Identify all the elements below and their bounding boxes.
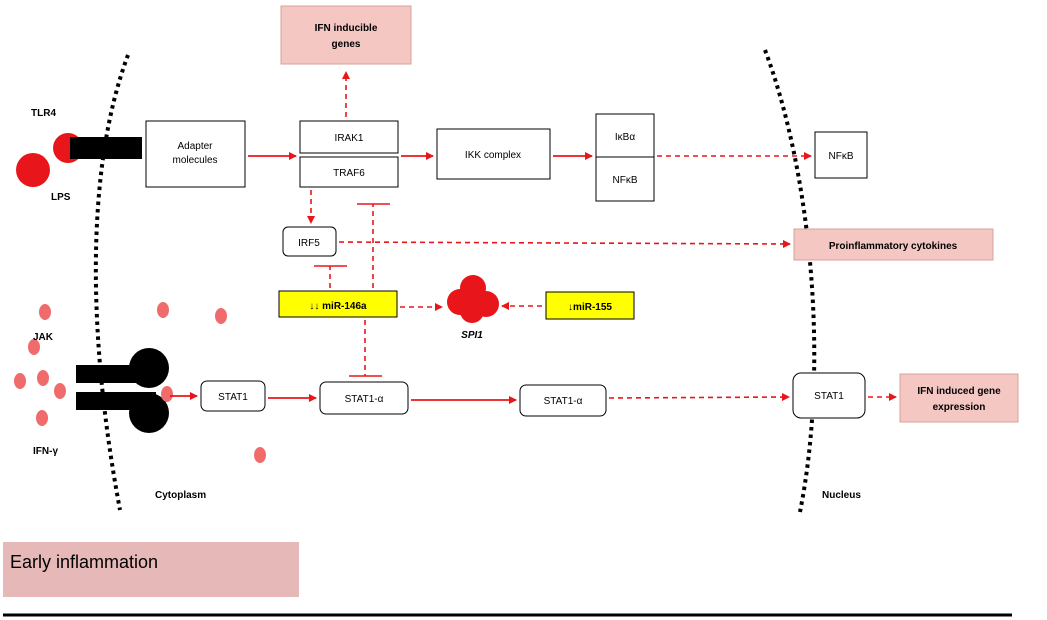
ifn-gamma-label: IFN-γ <box>33 446 58 457</box>
proinflammatory-cytokines-box <box>793 228 994 261</box>
early-inflammation-label: Early inflammation <box>10 552 158 572</box>
spi1-molecule-icon <box>447 275 499 323</box>
stat1-label: STAT1 <box>218 392 248 403</box>
spi1-label: SPI1 <box>461 330 483 341</box>
irf5-box <box>282 226 337 257</box>
adapter-molecules-label-1: Adapter <box>177 141 213 152</box>
lps-label: LPS <box>51 192 71 203</box>
arrow-irf5-to-cytokines <box>338 239 791 248</box>
stat1-box <box>200 380 266 412</box>
ifn-gamma-molecules <box>14 302 266 463</box>
nfkb-nuclear-label: NFκB <box>829 151 854 162</box>
nfkb-nuclear-box <box>814 131 868 179</box>
ikk-complex-label: IKK complex <box>465 150 521 161</box>
stat1-alpha-box-2 <box>519 384 607 417</box>
ifn-receptor-icon <box>76 348 169 433</box>
nucleus-label: Nucleus <box>822 490 861 501</box>
proinflammatory-cytokines-label: Proinflammatory cytokines <box>829 241 958 252</box>
tlr4-receptor-bar <box>70 137 142 159</box>
ifn-inducible-genes-label-1: IFN inducible <box>315 23 378 34</box>
cytoplasm-label: Cytoplasm <box>155 490 206 501</box>
mir-146a-box <box>278 290 398 318</box>
ifn-induced-gene-expression-label-2: expression <box>933 402 986 413</box>
traf6-label: TRAF6 <box>333 168 365 179</box>
mir-155-label: ↓miR-155 <box>568 302 612 313</box>
ifn-inducible-genes-label-2: genes <box>332 39 361 50</box>
adapter-molecules-box <box>145 120 246 188</box>
ikba-label: IκBα <box>615 132 635 143</box>
cell-membrane <box>93 54 130 511</box>
stat1-alpha-label-1: STAT1-α <box>345 394 384 405</box>
ifn-inducible-genes-box <box>280 5 412 65</box>
ifn-induced-gene-expression-label-1: IFN induced gene <box>917 386 1001 397</box>
nfkb-bound-label: NFκB <box>613 175 638 186</box>
irf5-label: IRF5 <box>298 238 320 249</box>
adapter-molecules-label-2: molecules <box>172 155 217 166</box>
stat1-nuclear-label: STAT1 <box>814 391 844 402</box>
irak1-label: IRAK1 <box>335 133 364 144</box>
traf6-box <box>299 156 399 188</box>
arrow-stat1-alpha-to-nucleus <box>608 393 790 402</box>
tlr4-label: TLR4 <box>31 108 56 119</box>
stat1-nuclear-box <box>792 372 866 419</box>
lps-molecule-icon <box>16 153 50 187</box>
stat1-alpha-box-1 <box>319 381 409 415</box>
ikk-complex-box <box>436 128 551 180</box>
ifn-induced-gene-expression-box <box>899 373 1019 423</box>
irak1-box <box>299 120 399 154</box>
early-inflammation-banner <box>3 542 299 597</box>
nuclear-membrane <box>763 49 817 513</box>
stat1-alpha-label-2: STAT1-α <box>544 396 583 407</box>
mir-155-box <box>545 291 635 320</box>
jak-label: JAK <box>33 332 54 343</box>
mir-146a-label: ↓↓ miR-146a <box>309 301 367 312</box>
